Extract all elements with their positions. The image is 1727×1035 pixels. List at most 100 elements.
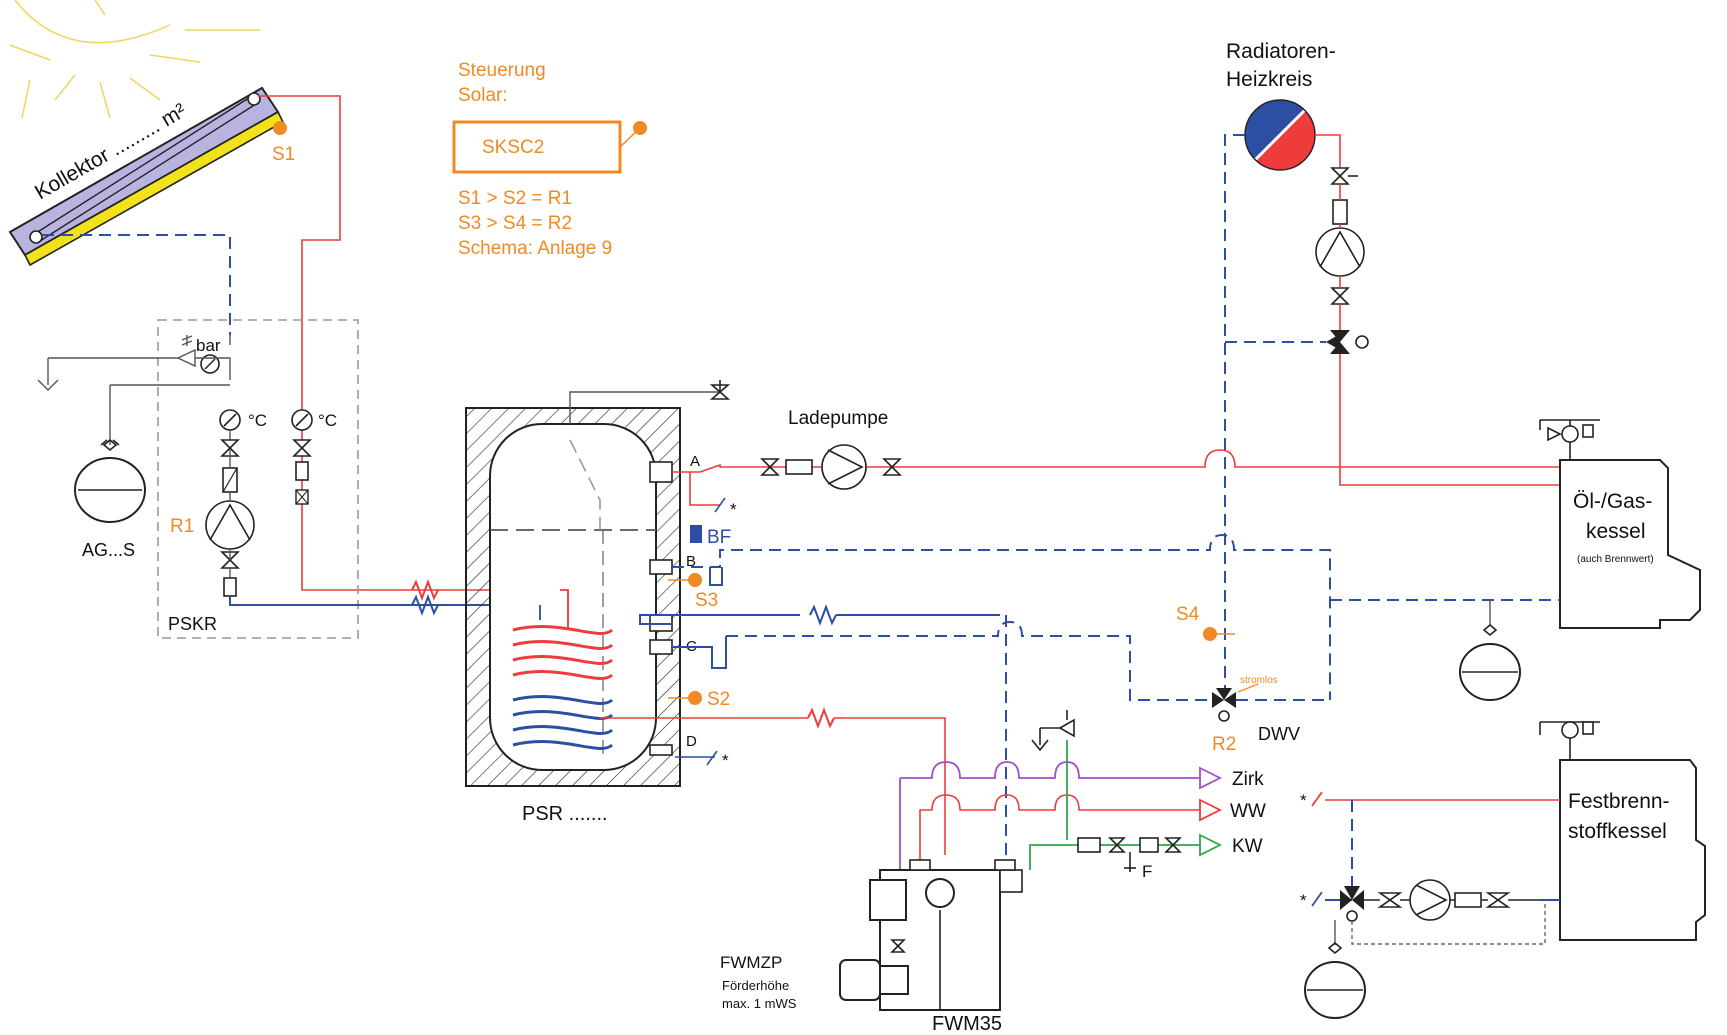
fwmzp-label: FWMZP xyxy=(720,953,782,972)
mixing-valve-icon xyxy=(1326,330,1369,354)
radiator-label-line2: Heizkreis xyxy=(1226,68,1312,91)
tank-a-to-ladepumpe xyxy=(672,449,1560,498)
solid-boiler-pump-icon xyxy=(1409,879,1451,921)
pskr-label: PSKR xyxy=(168,614,217,634)
sensor-s2-label: S2 xyxy=(707,689,730,710)
return-zigzag xyxy=(809,604,837,626)
sensor-s1-label: S1 xyxy=(272,144,295,165)
solid-boiler-sensor-line xyxy=(1351,900,1546,945)
radiator-icon xyxy=(1244,99,1316,171)
port-a-label: A xyxy=(690,453,700,470)
solid-boiler-star: * xyxy=(1300,791,1307,810)
flow-ball-valve-icon xyxy=(292,439,312,457)
boiler-safety-group-icon xyxy=(1539,419,1600,460)
ladepumpe-valve-right-icon xyxy=(882,458,902,476)
tank-b-return-line xyxy=(672,533,1331,700)
hot-zigzag xyxy=(807,707,835,729)
kw-label: KW xyxy=(1232,836,1263,857)
controller-connector-dot xyxy=(633,121,647,135)
expansion-valve-icon xyxy=(100,438,120,452)
bf-label: BF xyxy=(707,527,731,548)
tank-port-stubs xyxy=(649,461,673,756)
return-thermometer-icon xyxy=(219,409,241,431)
port-b-label: B xyxy=(686,553,696,570)
ww-line xyxy=(919,794,1200,870)
storage-tank xyxy=(465,407,681,787)
fwm35-label: FWM35 xyxy=(932,1013,1002,1035)
sensor-s2-dot xyxy=(688,691,702,705)
pressure-unit-label: bar xyxy=(196,336,221,355)
ww-label: WW xyxy=(1230,801,1266,822)
radiator-label-line1: Radiatoren- xyxy=(1226,40,1336,63)
solid-boiler-check-valve-icon xyxy=(1454,892,1482,908)
return-heat-meter-zigzag xyxy=(411,594,439,616)
port-a-star: * xyxy=(730,500,737,519)
safety-valve-icon xyxy=(37,335,196,391)
radiator-flow-line xyxy=(1315,134,1341,168)
sensor-s4-dot xyxy=(1203,627,1217,641)
port-d-label: D xyxy=(686,733,697,750)
fwm-safety-valve-icon xyxy=(1031,710,1075,752)
pskr-station-frame xyxy=(157,319,359,639)
kw-inlet-icon xyxy=(1199,833,1223,857)
pump-r1-label: R1 xyxy=(170,516,194,537)
ladepumpe-label: Ladepumpe xyxy=(788,408,888,429)
boiler-label-line1: Öl-/Gas- xyxy=(1573,490,1652,513)
sun-icon xyxy=(9,0,260,119)
sensor-s3-dot xyxy=(688,573,702,587)
control-rule1: S1 > S2 = R1 xyxy=(458,188,572,209)
tank-c-to-dwv xyxy=(726,620,1220,701)
sensor-s4-label: S4 xyxy=(1176,604,1200,625)
ladepumpe-check-valve-icon xyxy=(785,459,813,475)
return-ball-valve-icon xyxy=(220,439,240,457)
control-rule2: S3 > S4 = R2 xyxy=(458,213,572,234)
sensor-s3-label: S3 xyxy=(695,590,718,611)
tank-mid-return xyxy=(639,614,800,625)
pressure-gauge-icon xyxy=(200,354,220,374)
solid-boiler-valve1-icon xyxy=(1377,892,1403,908)
control-title-line1: Steuerung xyxy=(458,60,546,81)
solid-boiler-label-line1: Festbrenn- xyxy=(1568,790,1670,813)
fwmzp-head-line2: max. 1 mWS xyxy=(722,996,797,1011)
controller-label: SKSC2 xyxy=(482,137,544,158)
flowmeter-icon xyxy=(223,577,237,597)
ww-outlet-icon xyxy=(1199,798,1223,822)
solid-boiler-valve2-icon xyxy=(1485,892,1511,908)
collector-return-pipe xyxy=(42,234,231,335)
fwmzp-pump-icon xyxy=(839,939,909,1001)
expansion-vessel-icon xyxy=(74,457,146,523)
solid-boiler-expansion-vessel-icon xyxy=(1304,961,1366,1019)
flow-thermometer-icon xyxy=(291,409,313,431)
solar-pump-r1-icon xyxy=(205,500,255,550)
stromlos-label: stromlos xyxy=(1240,675,1278,686)
control-schema: Schema: Anlage 9 xyxy=(458,238,612,259)
bf-sensor-icon xyxy=(690,525,702,543)
radiator-return-line xyxy=(1224,134,1245,700)
boiler-expansion-vessel-icon xyxy=(1459,643,1521,701)
control-title-line2: Solar: xyxy=(458,85,508,106)
expansion-vessel-label: AG...S xyxy=(82,540,135,560)
sensor-s1-dot xyxy=(273,121,287,135)
station-return-to-storage xyxy=(229,596,540,606)
flow-check-valve-icon xyxy=(295,461,309,481)
oil-gas-boiler xyxy=(1559,459,1701,629)
fwmzp-head-line1: Förderhöhe xyxy=(722,978,789,993)
radiator-valve-lower-icon xyxy=(1330,287,1350,305)
dwv-label: DWV xyxy=(1258,724,1300,744)
solid-fuel-boiler xyxy=(1559,759,1706,941)
solid-boiler-label-line2: stoffkessel xyxy=(1568,820,1667,843)
tank-vent-line xyxy=(569,391,720,424)
diverter-valve-dwv-icon xyxy=(1212,688,1236,722)
radiator-check-valve-icon xyxy=(1332,199,1348,225)
boiler-note: (auch Brennwert) xyxy=(1577,554,1654,565)
filter-f-label: F xyxy=(1142,862,1152,881)
zirk-label: Zirk xyxy=(1232,769,1264,790)
return-temp-unit: °C xyxy=(248,411,267,430)
radiator-valve-upper-icon xyxy=(1330,167,1358,185)
ladepumpe-icon xyxy=(821,444,867,490)
solar-heat-exchanger-coil xyxy=(512,625,614,750)
storage-label: PSR ....... xyxy=(522,803,608,825)
ladepumpe-valve-left-icon xyxy=(760,458,780,476)
station-return-line xyxy=(109,335,231,445)
